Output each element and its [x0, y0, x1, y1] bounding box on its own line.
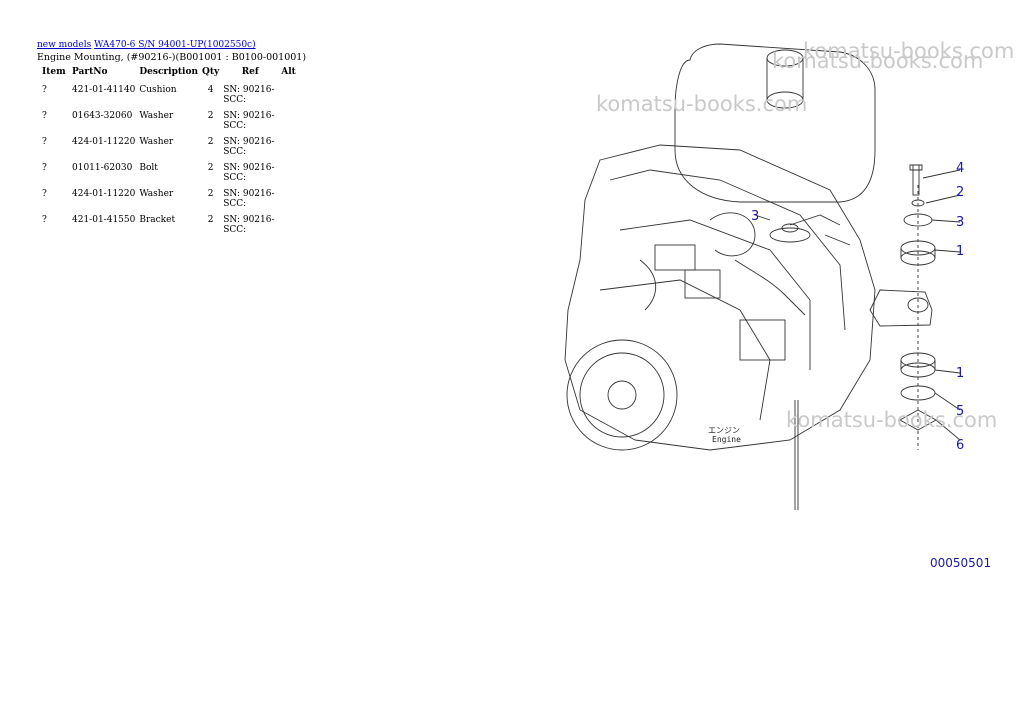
callout-2: 2 [956, 185, 964, 200]
cell-alt [279, 135, 298, 161]
engine-drawing [564, 43, 961, 510]
cell-ref: SN: 90216-SCC: [223, 137, 275, 157]
cell-alt [279, 109, 298, 135]
callout-6: 6 [956, 438, 964, 453]
cell-qty: 2 [207, 163, 214, 173]
cell-description: Washer [139, 111, 174, 121]
callout-5: 5 [956, 404, 964, 419]
page-title: Engine Mounting, (#90216-)(B001001 : B01… [37, 52, 307, 63]
watermark-3: komatsu-books.com [596, 92, 807, 116]
cell-item: ? [42, 189, 47, 199]
header-qty: Qty [202, 67, 220, 77]
callout-1-lower: 1 [956, 366, 964, 381]
header-item: Item [42, 67, 66, 77]
engine-label: Engine [712, 435, 741, 444]
watermark-1: komatsu-books.com [803, 39, 1014, 63]
cell-ref: SN: 90216-SCC: [223, 215, 275, 235]
cell-partno: 421-01-41550 [72, 215, 136, 225]
cell-description: Bolt [139, 163, 158, 173]
cell-partno: 01643-32060 [72, 111, 133, 121]
cell-item: ? [42, 85, 47, 95]
callout-4: 4 [956, 161, 964, 176]
parts-table: Item PartNo Description Qty Ref Alt ? 42… [37, 65, 298, 239]
cell-item: ? [42, 137, 47, 147]
cell-partno: 424-01-11220 [72, 189, 136, 199]
cell-description: Bracket [139, 215, 176, 225]
cell-partno: 424-01-11220 [72, 137, 136, 147]
table-row: ? 01643-32060 Washer 2 SN: 90216-SCC: [37, 109, 298, 135]
cell-item: ? [42, 111, 47, 121]
breadcrumb-link-model[interactable]: WA470-6 S/N 94001-UP(1002550c) [94, 40, 256, 50]
engine-mounting-diagram: エンジン Engine 4 2 3 1 1 5 6 3 00050501 kom… [564, 39, 1014, 570]
cell-qty: 2 [207, 189, 214, 199]
table-row: ? 421-01-41140 Cushion 4 SN: 90216-SCC: [37, 83, 298, 109]
cell-qty: 2 [207, 137, 214, 147]
breadcrumb: new models WA470-6 S/N 94001-UP(1002550c… [37, 40, 256, 50]
cell-ref: SN: 90216-SCC: [223, 111, 275, 131]
cell-alt [279, 213, 298, 239]
cell-partno: 01011-62030 [72, 163, 133, 173]
cell-item: ? [42, 215, 47, 225]
cell-ref: SN: 90216-SCC: [223, 85, 275, 105]
cell-qty: 2 [207, 215, 214, 225]
table-header-row: Item PartNo Description Qty Ref Alt [37, 65, 298, 83]
callout-3: 3 [956, 215, 964, 230]
cell-qty: 4 [207, 85, 214, 95]
drawing-code: 00050501 [930, 556, 991, 570]
watermark-2: komatsu-books.com [772, 49, 983, 73]
table-row: ? 424-01-11220 Washer 2 SN: 90216-SCC: [37, 135, 298, 161]
cell-alt [279, 187, 298, 213]
table-row: ? 421-01-41550 Bracket 2 SN: 90216-SCC: [37, 213, 298, 239]
cell-ref: SN: 90216-SCC: [223, 189, 275, 209]
cell-partno: 421-01-41140 [72, 85, 136, 95]
table-row: ? 424-01-11220 Washer 2 SN: 90216-SCC: [37, 187, 298, 213]
cell-ref: SN: 90216-SCC: [223, 163, 275, 183]
callout-3-engine: 3 [751, 209, 759, 224]
table-row: ? 01011-62030 Bolt 2 SN: 90216-SCC: [37, 161, 298, 187]
cell-description: Cushion [139, 85, 177, 95]
cell-item: ? [42, 163, 47, 173]
header-description: Description [139, 67, 198, 77]
cell-qty: 2 [207, 111, 214, 121]
cell-alt [279, 83, 298, 109]
engine-label-jp: エンジン [708, 426, 740, 435]
cell-description: Washer [139, 137, 174, 147]
cell-alt [279, 161, 298, 187]
watermark-4: komatsu-books.com [786, 408, 997, 432]
header-partno: PartNo [72, 67, 108, 77]
callout-1-upper: 1 [956, 244, 964, 259]
cell-description: Washer [139, 189, 174, 199]
header-alt: Alt [281, 67, 296, 77]
header-ref: Ref [241, 67, 259, 77]
breadcrumb-link-new-models[interactable]: new models [37, 40, 92, 50]
